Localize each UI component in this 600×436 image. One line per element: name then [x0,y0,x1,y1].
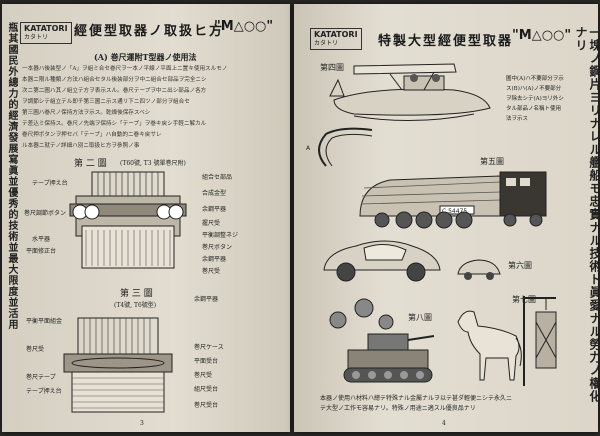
paragraph-line: 巻尺押ボタンヲ押セバ「テープ」ハ自動的ニ巻キ戻サレ [22,132,162,138]
tank-drawing [343,333,435,383]
fig2-label: 巻尺ボタン [202,244,233,251]
fig2-label: 平面修正台 [26,248,57,255]
footer-line: 本器ノ使用ハ材料ハ總テ特殊ナル金屬ナルヲ以テ甚ダ輕便ニシテ永久ニ [320,395,513,402]
footer-notes: 本器ノ使用ハ材料ハ總テ特殊ナル金屬ナルヲ以テ甚ダ輕便ニシテ永久ニ テ大型ノ工作モ… [320,394,570,414]
fig2-label: 平衡調整ネジ [202,232,239,239]
katatori-logo: KATATORI カタトリ [20,22,72,44]
instruction-paragraph: 一本器ハ後装型ノ「A」ヲ組ミ合セ巻尺ヲ一本ノ平線ノ平面上ニ置キ使用スルモノ 本器… [22,64,284,152]
section-title: (A) 巻尺運附T型器ノ使用法 [94,52,197,62]
wheel-parts-drawing [329,298,394,330]
fig4-caption: 第四圖 [320,63,344,72]
seaplane-drawing [329,63,491,122]
fig2-label: 余鋼平器 [202,256,227,263]
fig6-caption: 第六圖 [508,261,532,270]
loco-number: C 54475 [442,208,467,215]
fig2-label: 組合セ部品 [202,174,233,181]
paragraph-line: 一本器ハ後装型ノ「A」ヲ組ミ合セ巻尺ヲ一本ノ平線ノ平面上ニ置キ使用スルモノ [22,66,228,72]
fig3-label: 巻尺受台 [194,402,219,409]
fig3-label: 平面受台 [194,358,219,365]
left-margin-text: 瓶其國民外總力的經濟發展寫眞並優秀的技術並最大限度並活用 [6,22,17,330]
fig2-caption: 第 二 圖 [74,159,107,169]
footer-line: テ大型ノ工作モ容易ナリ。特殊ノ用途ニ適スル優良品ナリ [320,405,476,412]
fig5-caption: 第五圖 [480,157,504,166]
paragraph-line: ル本器ニ就テノ詳細ハ別ニ取扱ヒ方ヲ參照ノ事 [22,143,140,149]
right-page: KATATORI カタトリ 特製大型經便型取器 "M△○○" 一塊ノ鋼片ヨリナレ… [294,4,598,432]
paragraph-line: 本器ニ限ル種類ノ方法ハ組合セタル後装部分ヲ中ニ組合セ部品ヲ完全ニシ [22,77,207,83]
fig2-subcaption: (T60號, T3 號單巻尺附) [120,160,186,167]
page-title: 特製大型經便型取器 [378,34,514,49]
left-page: 瓶其國民外總力的經濟發展寫眞並優秀的技術並最大限度並活用 KATATORI カタ… [2,4,290,432]
fig2-label: 握尺受 [202,220,221,227]
paragraph-line: ヲ調節シテ組立テル即チ第三圖ニ示ス通リ下ニ四ツノ部分ヲ組合セ [22,99,190,105]
brand-mark: "M△○○" [214,19,274,34]
fig3-label: 巻尺受 [194,372,213,379]
horse-drawing [457,310,522,381]
paragraph-line: 第三圖ハ巻尺ノ保持方法ヲ示ス。乾燥後保存スベシ [22,110,151,116]
fig3-label: 巻尺ケース [194,344,224,351]
gallows-figure-drawing [523,296,557,386]
logo-main: KATATORI [24,24,68,33]
logo-main: KATATORI [314,30,358,39]
fig2-label: 巻尺調節ボタン [24,210,67,217]
fig4-note: 圖中(A)ハ不要部分ヲ示ス(B)ハ(A)ノ不要部分ヲ除去シテ(A)ヨリ外シタル部… [506,76,564,122]
locomotive-drawing: C 54475 [359,171,547,229]
car-drawing [323,240,441,282]
fig3-subcaption: (T4號, T6號型) [114,302,157,309]
fig3-label: 平衡平面組金 [26,318,63,325]
fig3-caption: 第 三 圖 [120,289,153,299]
fig3-label: 余鋼平器 [194,296,219,303]
fig3-label: テープ押え台 [26,388,62,395]
right-margin-text: 一塊ノ鋼片ヨリナレル艦船モ忠實ナル技術ト眞愛ナル勞力ノ權化ナリ [574,26,598,403]
paragraph-line: 次ニ第二圖ハ其ノ組立テ方ヲ表示スル。巻尺テープヲ中ニ出シ部品ノ各方 [22,88,207,94]
fig3-label: 巻尺テープ [26,374,56,381]
logo-sub: カタトリ [314,40,339,47]
svg-text:A: A [306,145,311,152]
fig2-label: 合成金型 [202,190,227,197]
fig3-drawing [63,317,173,413]
logo-sub: カタトリ [24,34,49,41]
fig3-label: 組尺受台 [194,386,219,393]
fig2-label: テープ押え台 [32,180,68,187]
fig2-label: 水平器 [32,236,51,243]
page-number: 3 [140,420,144,427]
partsheet-drawing: A [306,127,373,167]
fig2-drawing [69,171,187,269]
page-title: 經便型取器ノ取扱ヒ方 [74,24,225,39]
fig2-label: 巻尺受 [202,268,221,275]
page-number: 4 [442,420,446,427]
brand-mark: "M△○○" [512,28,572,43]
fig2-label: 余鋼平器 [202,206,227,213]
small-car-drawing [457,259,501,280]
fig3-label: 巻尺受 [26,346,45,353]
fig8-caption: 第八圖 [408,313,432,322]
katatori-logo: KATATORI カタトリ [310,28,362,50]
paragraph-line: テ差込ミ保持ス。巻尺ノ先端ヲ保持シ「テープ」ヲ巻キ戻シ手軽ニ解カル [22,121,207,127]
